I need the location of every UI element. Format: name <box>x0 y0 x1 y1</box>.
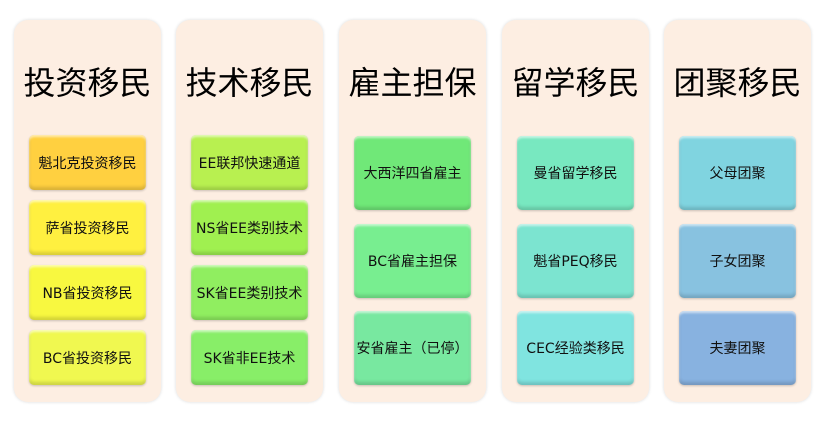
column-title: 留学移民 <box>511 64 640 102</box>
category-item[interactable]: NB省投资移民 <box>29 265 146 320</box>
category-item[interactable]: SK省非EE技术 <box>191 330 308 385</box>
category-item[interactable]: BC省投资移民 <box>29 330 146 385</box>
column-title: 雇主担保 <box>348 64 477 102</box>
category-item[interactable]: BC省雇主担保 <box>354 223 471 298</box>
category-item[interactable]: CEC经验类移民 <box>517 311 634 385</box>
category-column: 技术移民 EE联邦快速通道 NS省EE类别技术 SK省EE类别技术 SK省非EE技术 <box>176 20 323 402</box>
column-title: 技术移民 <box>185 64 314 102</box>
category-column: 团聚移民父母团聚子女团聚夫妻团聚 <box>664 20 811 402</box>
category-item[interactable]: 魁北克投资移民 <box>29 135 146 190</box>
category-item[interactable]: EE联邦快速通道 <box>191 135 308 190</box>
category-item[interactable]: 父母团聚 <box>679 136 796 210</box>
category-item[interactable]: 曼省留学移民 <box>517 136 634 210</box>
category-item[interactable]: 魁省PEQ移民 <box>517 223 634 298</box>
category-item[interactable]: 子女团聚 <box>679 223 796 298</box>
column-title: 团聚移民 <box>673 64 802 102</box>
category-item[interactable]: SK省EE类别技术 <box>191 265 308 320</box>
category-item[interactable]: 萨省投资移民 <box>29 200 146 255</box>
column-title: 投资移民 <box>23 64 152 102</box>
category-column: 投资移民魁北克投资移民萨省投资移民 NB省投资移民 BC省投资移民 <box>14 20 161 402</box>
category-column: 雇主担保大西洋四省雇主 BC省雇主担保安省雇主（已停） <box>339 20 486 402</box>
category-item[interactable]: 大西洋四省雇主 <box>354 136 471 210</box>
category-column: 留学移民曼省留学移民魁省PEQ移民 CEC经验类移民 <box>502 20 649 402</box>
category-item[interactable]: 夫妻团聚 <box>679 311 796 385</box>
category-item[interactable]: NS省EE类别技术 <box>191 200 308 255</box>
category-item[interactable]: 安省雇主（已停） <box>354 311 471 385</box>
